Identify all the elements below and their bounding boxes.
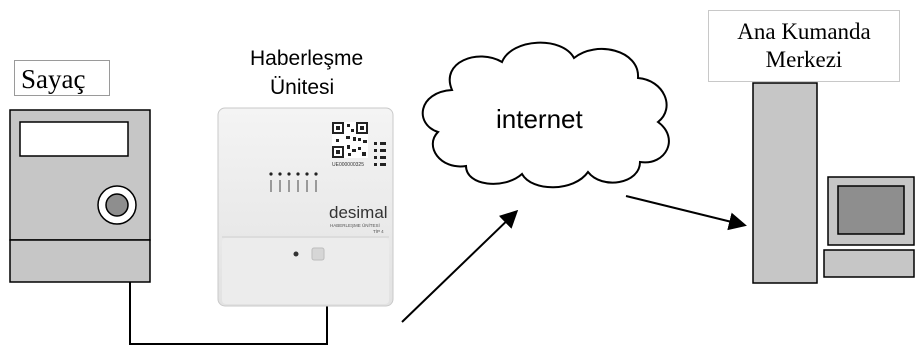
communication-unit-label-line2: Ünitesi bbox=[270, 76, 335, 99]
device-button bbox=[311, 247, 325, 261]
computer bbox=[752, 82, 915, 284]
communication-unit-label-line1: Haberleşme bbox=[250, 47, 364, 70]
cable-line bbox=[129, 282, 328, 345]
meter-dial-inner bbox=[105, 193, 129, 217]
signal-bars-icon bbox=[374, 142, 386, 166]
led-indicators bbox=[269, 172, 318, 192]
device-subtitle: HABERLEŞME ÜNİTESİ bbox=[330, 222, 380, 228]
communication-unit-label: Haberleşme Ünitesi bbox=[250, 44, 363, 102]
device-brand: desimal bbox=[329, 203, 388, 222]
computer-screen bbox=[837, 185, 905, 235]
computer-tower bbox=[752, 82, 818, 284]
control-center-label: Ana Kumanda Merkezi bbox=[708, 10, 900, 82]
device-model: TİP 4 bbox=[373, 228, 384, 234]
internet-label: internet bbox=[496, 104, 583, 134]
computer-keyboard bbox=[823, 249, 915, 278]
meter bbox=[9, 109, 151, 283]
control-center-label-line1: Ana Kumanda bbox=[737, 19, 871, 44]
meter-base bbox=[9, 239, 151, 283]
device-port bbox=[293, 251, 299, 257]
meter-display bbox=[19, 121, 129, 157]
internet-cloud bbox=[421, 41, 670, 189]
communication-unit: UE000000325 desima bbox=[217, 107, 394, 307]
control-center-label-line2: Merkezi bbox=[765, 47, 843, 72]
arrow-to-control-center bbox=[625, 195, 747, 231]
meter-label: Sayaç bbox=[14, 60, 110, 96]
qr-code-icon bbox=[332, 122, 368, 158]
arrow-to-internet bbox=[401, 209, 519, 323]
device-serial: UE000000325 bbox=[332, 162, 364, 168]
device-lower-panel bbox=[222, 238, 389, 304]
